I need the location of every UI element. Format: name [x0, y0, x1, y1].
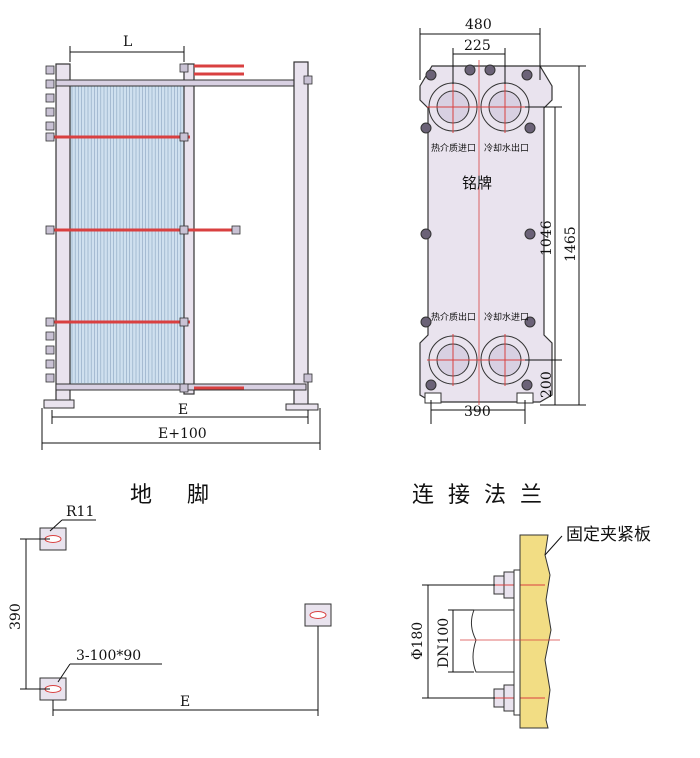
bolt — [524, 122, 536, 134]
front-view: L E E+100 — [41, 34, 321, 450]
side-view: 热介质进口 冷却水出口 热介质出口 冷却水进口 铭牌 480 225 1046 … — [419, 17, 586, 424]
fixed-frame-plate — [55, 63, 71, 405]
dim-R11: R11 — [66, 504, 94, 520]
port-top-right — [479, 81, 531, 133]
nut — [45, 79, 55, 89]
nut — [179, 132, 189, 142]
nameplate-label: 铭牌 — [462, 174, 492, 192]
flange-section-title: 连接法兰 — [412, 483, 556, 508]
nut — [303, 75, 313, 85]
nut — [45, 132, 55, 142]
side-bolts — [420, 64, 536, 391]
left-foot — [43, 399, 75, 409]
dim-1465: 1465 — [563, 226, 579, 262]
nut — [179, 383, 189, 393]
flange-disc — [513, 569, 521, 716]
nut — [231, 225, 241, 235]
tie-rod-nuts — [45, 63, 313, 393]
nut — [45, 121, 55, 131]
port-bottom-left — [427, 334, 479, 386]
top-guide-bar — [55, 79, 307, 87]
bolt — [420, 316, 432, 328]
nut — [303, 373, 313, 383]
dim-E-foot: E — [180, 694, 190, 710]
nut — [45, 345, 55, 355]
nut — [179, 225, 189, 235]
port-top-left — [427, 81, 479, 133]
clamp-plate — [519, 534, 552, 729]
side-foot-left — [424, 392, 442, 404]
port-bottom-right — [479, 334, 531, 386]
nut — [45, 359, 55, 369]
dim-phi180: Φ180 — [410, 622, 426, 660]
label-cooling-water-inlet: 冷却水进口 — [484, 311, 529, 323]
bolt — [425, 69, 437, 81]
right-foot — [285, 403, 319, 411]
plate-pack — [67, 79, 187, 386]
dim-390-foot: 390 — [8, 603, 24, 630]
nut — [45, 317, 55, 327]
nut — [45, 373, 55, 383]
label-hot-medium-outlet: 热介质出口 — [431, 311, 476, 323]
bolt — [521, 379, 533, 391]
bolt — [464, 64, 476, 76]
flange-section: 连接法兰 Φ180 DN100 固定夹紧板 — [410, 483, 651, 729]
dim-slots: 3-100*90 — [76, 648, 141, 664]
foot-section-title: 地 脚 — [130, 483, 223, 508]
dim-200: 200 — [539, 371, 555, 398]
bolt — [521, 69, 533, 81]
bolt — [524, 316, 536, 328]
frame-plate-outline — [419, 65, 553, 403]
dim-E: E — [178, 402, 188, 418]
clamp-plate-label: 固定夹紧板 — [566, 525, 651, 545]
nut — [45, 331, 55, 341]
foot-section: 地 脚 R11 390 3-100*90 E — [8, 483, 332, 716]
label-hot-medium-inlet: 热介质进口 — [431, 142, 476, 154]
bolt — [524, 228, 536, 240]
dim-480: 480 — [465, 17, 492, 33]
nut — [45, 65, 55, 75]
support-column — [293, 61, 309, 408]
dim-E-plus-100: E+100 — [158, 426, 207, 442]
dim-L: L — [123, 34, 132, 50]
dim-1046: 1046 — [539, 220, 555, 256]
nut — [45, 107, 55, 117]
nut — [45, 93, 55, 103]
pipe — [470, 609, 515, 673]
dim-390-base: 390 — [464, 404, 491, 420]
dim-225: 225 — [464, 38, 491, 54]
bolt — [420, 122, 432, 134]
nut — [45, 225, 55, 235]
bolt — [420, 228, 432, 240]
dim-DN100: DN100 — [436, 618, 452, 668]
nut — [179, 63, 189, 73]
bolt — [484, 64, 496, 76]
nut — [179, 317, 189, 327]
label-cooling-water-outlet: 冷却水出口 — [484, 142, 529, 154]
bolt — [425, 379, 437, 391]
